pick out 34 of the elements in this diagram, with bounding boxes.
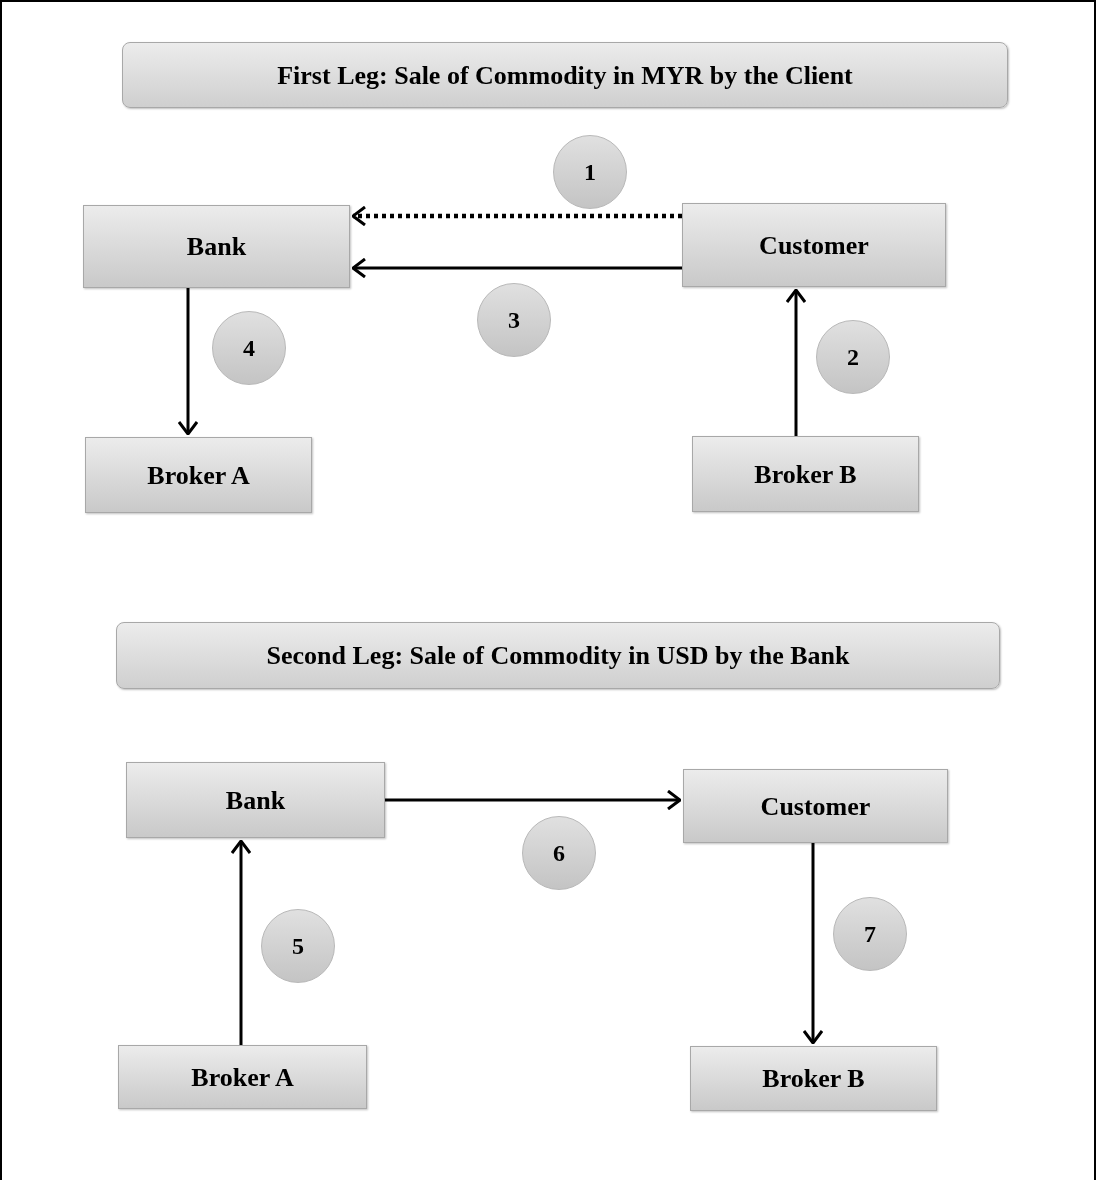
party-box — [692, 436, 919, 512]
arrow — [177, 288, 199, 436]
box-label: Broker B — [754, 458, 857, 491]
box-label: Broker B — [762, 1063, 865, 1095]
box-label: Broker A — [191, 1061, 294, 1094]
box-label: Broker A — [147, 459, 250, 492]
party-box — [683, 769, 948, 843]
party-box — [126, 762, 385, 838]
box-label: Second Leg: Sale of Commodity in USD by the Bank — [266, 640, 850, 672]
box-label: Customer — [760, 790, 871, 823]
party-box — [682, 203, 946, 287]
box-label: Customer — [759, 229, 869, 262]
arrow — [802, 843, 824, 1045]
party-box — [83, 205, 350, 288]
step-number: 3 — [508, 306, 520, 335]
arrow — [385, 789, 682, 811]
box-label: Bank — [186, 231, 247, 263]
step-number: 7 — [864, 920, 876, 949]
arrow — [351, 205, 682, 227]
heading-box — [122, 42, 1008, 108]
box-label: Bank — [225, 784, 286, 817]
arrow — [351, 257, 682, 279]
step-number: 6 — [553, 839, 565, 868]
arrow — [230, 839, 252, 1045]
step-number: 5 — [292, 932, 304, 961]
step-number: 4 — [243, 334, 255, 363]
heading-box — [116, 622, 1000, 689]
party-box — [690, 1046, 937, 1111]
box-label: First Leg: Sale of Commodity in MYR by the Client — [277, 59, 853, 92]
step-number: 1 — [584, 158, 596, 187]
party-box — [85, 437, 312, 513]
party-box — [118, 1045, 367, 1109]
arrow — [785, 288, 807, 436]
step-number: 2 — [847, 343, 859, 372]
